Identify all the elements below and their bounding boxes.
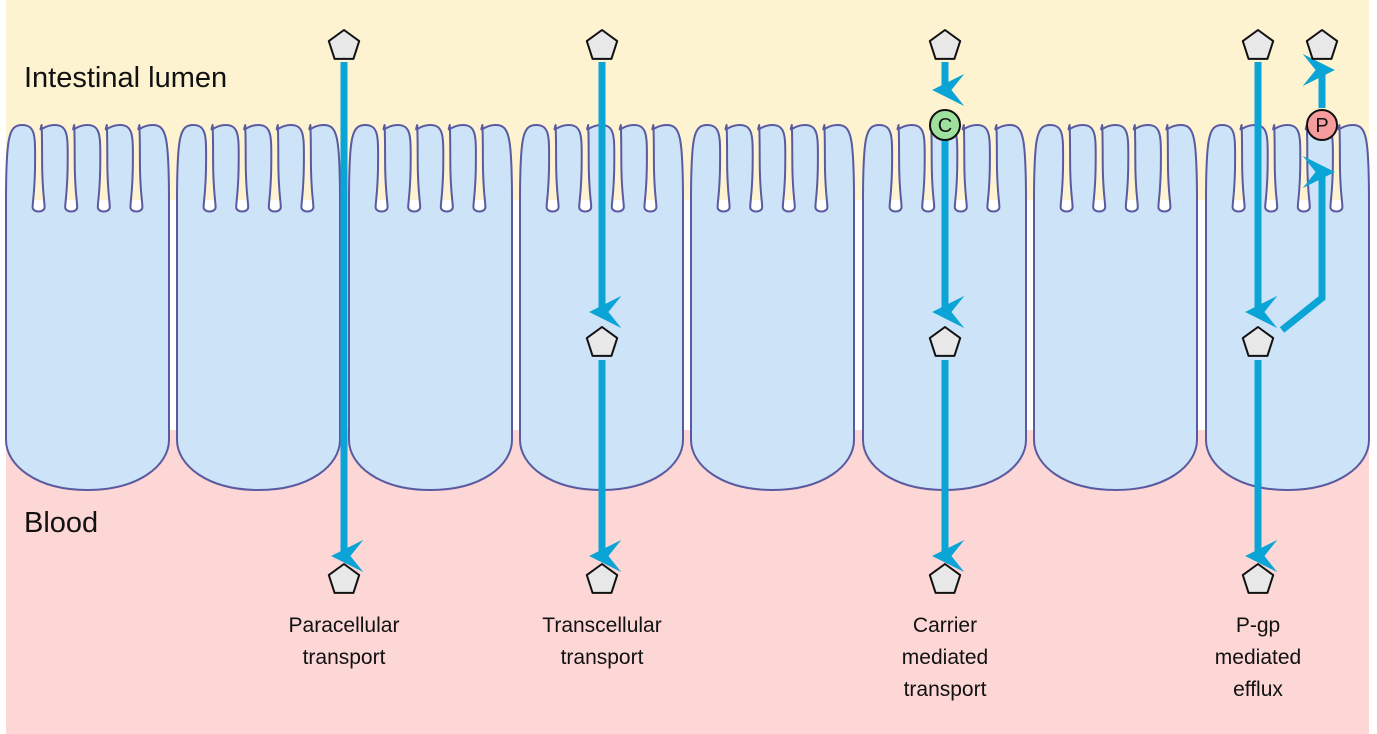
- pentagon-icon: [1305, 29, 1339, 60]
- carrier-marker: [929, 109, 961, 141]
- pentagon-icon: [327, 29, 361, 60]
- intestinal-lumen-region: [6, 0, 1369, 200]
- pentagon-icon: [585, 326, 619, 357]
- caption-line: transport: [560, 646, 644, 669]
- pgp-marker-letter: P: [1315, 115, 1328, 137]
- epithelial-cell: [1033, 124, 1198, 491]
- drug-molecules: [327, 29, 1339, 594]
- epithelial-cell: [5, 124, 170, 491]
- pentagon-icon: [928, 326, 962, 357]
- efflux-arrow: [1279, 155, 1335, 333]
- pentagon-icon: [1241, 326, 1275, 357]
- pentagon-icon: [928, 563, 962, 594]
- transport-arrows: [331, 53, 1335, 573]
- epithelial-cell: [1205, 124, 1370, 491]
- caption-line: Carrier: [912, 614, 978, 637]
- lumen-label: Intestinal lumen: [24, 62, 228, 94]
- caption-line: mediated: [1214, 646, 1302, 669]
- caption-line: transport: [903, 678, 987, 701]
- caption-line: Transcellular: [542, 614, 662, 637]
- epithelial-cell-layer: [5, 124, 1370, 491]
- caption-carrier: Carrier mediated transport: [845, 610, 1045, 706]
- epithelial-cell: [348, 124, 513, 491]
- epithelial-cell: [176, 124, 341, 491]
- caption-line: efflux: [1233, 678, 1283, 701]
- pentagon-icon: [585, 29, 619, 60]
- pentagon-icon: [1241, 29, 1275, 60]
- carrier-marker-letter: C: [938, 115, 952, 137]
- caption-line: transport: [302, 646, 386, 669]
- caption-paracellular: Paracellular transport: [244, 610, 444, 674]
- caption-line: Paracellular: [288, 614, 400, 637]
- pentagon-icon: [1241, 563, 1275, 594]
- blood-label: Blood: [24, 507, 99, 539]
- caption-line: mediated: [901, 646, 989, 669]
- pgp-marker: [1306, 109, 1338, 141]
- pentagon-icon: [928, 29, 962, 60]
- caption-line: P-gp: [1235, 614, 1281, 637]
- pentagon-icon: [327, 563, 361, 594]
- caption-pgp: P-gp mediated efflux: [1158, 610, 1358, 706]
- caption-transcellular: Transcellular transport: [502, 610, 702, 674]
- epithelial-cell: [690, 124, 855, 491]
- pentagon-icon: [585, 563, 619, 594]
